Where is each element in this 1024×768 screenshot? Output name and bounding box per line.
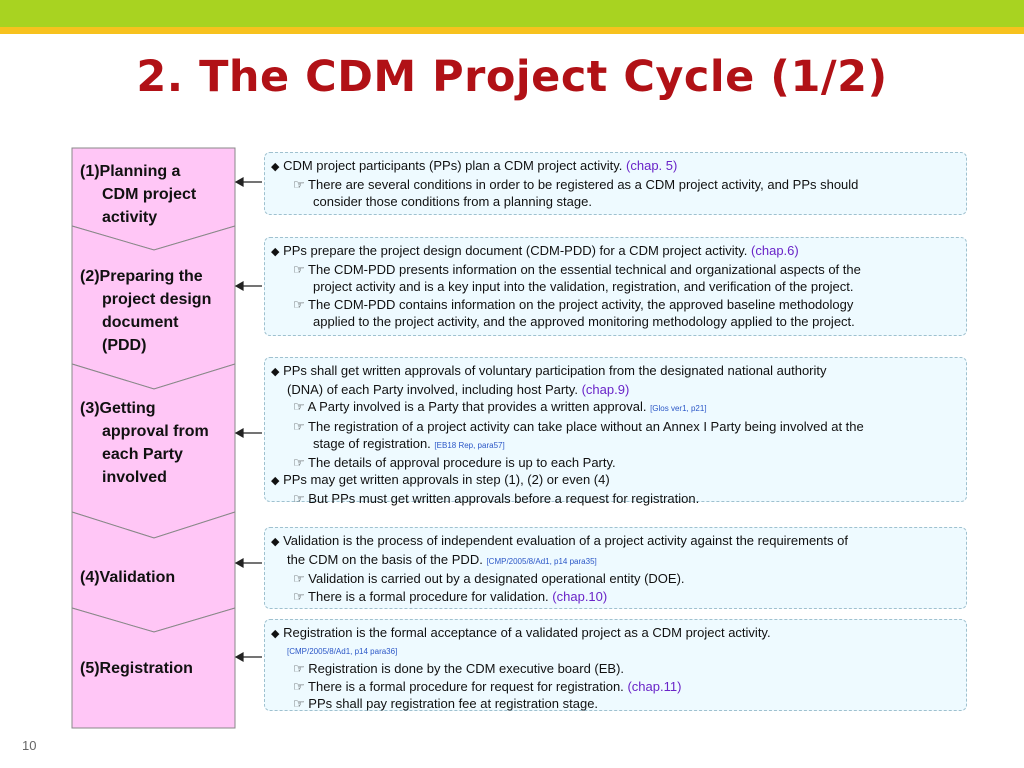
top-yellow-bar — [0, 27, 1024, 34]
diamond-bullet-icon: ◆ — [271, 628, 280, 640]
bullet-continuation: (DNA) of each Party involved, including … — [287, 382, 630, 398]
diamond-bullet-icon: ◆ — [271, 536, 280, 548]
pointing-hand-icon: ☞ — [293, 296, 305, 312]
diamond-bullet-icon: ◆ — [271, 161, 280, 173]
detail-box-registration: ◆ Registration is the formal acceptance … — [264, 619, 967, 711]
sub-bullet-line: ☞ There is a formal procedure for reques… — [293, 678, 682, 694]
pointing-hand-icon: ☞ — [293, 177, 305, 193]
sub-bullet-line: ☞ The registration of a project activity… — [293, 418, 864, 434]
detail-box-planning: ◆ CDM project participants (PPs) plan a … — [264, 152, 967, 215]
pointing-hand-icon: ☞ — [293, 491, 305, 507]
sub-bullet-continuation: consider those conditions from a plannin… — [313, 194, 592, 210]
bullet-line: ◆ PPs prepare the project design documen… — [271, 243, 799, 258]
sub-bullet-line: ☞ PPs shall pay registration fee at regi… — [293, 695, 599, 711]
pointing-hand-icon: ☞ — [293, 262, 305, 278]
sub-bullet-line: ☞ There are several conditions in order … — [293, 177, 859, 193]
step-shape-5 — [71, 607, 236, 729]
slide-title: 2. The CDM Project Cycle (1/2) — [136, 52, 888, 102]
sub-bullet-continuation: applied to the project activity, and the… — [313, 313, 855, 329]
detail-box-preparing-pdd: ◆ PPs prepare the project design documen… — [264, 237, 967, 336]
step-label-registration: (5)Registration — [80, 660, 193, 677]
sub-bullet-line: ☞ A Party involved is a Party that provi… — [293, 399, 707, 415]
diamond-bullet-icon: ◆ — [271, 475, 280, 488]
step-label-getting-approval: (3)Getting approval from each Party invo… — [80, 400, 209, 486]
pointing-hand-icon: ☞ — [293, 455, 305, 471]
bullet-line: ◆ PPs shall get written approvals of vol… — [271, 363, 827, 378]
sub-bullet-line: ☞ There is a formal procedure for valida… — [293, 588, 608, 604]
sub-bullet-line: ☞ The CDM-PDD contains information on th… — [293, 296, 854, 312]
sub-bullet-continuation: project activity and is a key input into… — [313, 279, 854, 295]
sub-bullet-continuation: stage of registration. [EB18 Rep, para57… — [313, 435, 505, 451]
bullet-line: ◆ Registration is the formal acceptance … — [271, 625, 771, 640]
detail-box-validation: ◆ Validation is the process of independe… — [264, 527, 967, 609]
citation: [CMP/2005/8/Ad1, p14 para36] — [287, 647, 398, 657]
bullet-line: ◆ Validation is the process of independe… — [271, 533, 848, 548]
pointing-hand-icon: ☞ — [293, 588, 305, 604]
step-label-validation: (4)Validation — [80, 569, 176, 586]
sub-bullet-line: ☞ Validation is carried out by a designa… — [293, 571, 685, 587]
step-label-preparing-pdd: (2)Preparing the project design document… — [80, 268, 212, 354]
pointing-hand-icon: ☞ — [293, 399, 305, 415]
diamond-bullet-icon: ◆ — [271, 366, 280, 378]
pointing-hand-icon: ☞ — [293, 571, 305, 587]
bullet-line: ◆ PPs may get written approvals in step … — [271, 472, 610, 488]
pointing-hand-icon: ☞ — [293, 418, 305, 434]
sub-bullet-line: ☞ But PPs must get written approvals bef… — [293, 491, 700, 507]
diamond-bullet-icon: ◆ — [271, 246, 280, 258]
pointing-hand-icon: ☞ — [293, 678, 305, 694]
bullet-continuation: the CDM on the basis of the PDD. [CMP/20… — [287, 552, 597, 568]
sub-bullet-line: ☞ Registration is done by the CDM execut… — [293, 661, 625, 677]
pointing-hand-icon: ☞ — [293, 661, 305, 677]
page-number: 10 — [22, 738, 37, 753]
bullet-line: ◆ CDM project participants (PPs) plan a … — [271, 158, 678, 173]
pointing-hand-icon: ☞ — [293, 695, 305, 711]
sub-bullet-line: ☞ The CDM-PDD presents information on th… — [293, 262, 861, 278]
sub-bullet-line: ☞ The details of approval procedure is u… — [293, 455, 616, 471]
top-green-bar — [0, 0, 1024, 27]
step-label-planning: (1)Planning a CDM project activity — [80, 163, 197, 226]
detail-box-getting-approval: ◆ PPs shall get written approvals of vol… — [264, 357, 967, 506]
